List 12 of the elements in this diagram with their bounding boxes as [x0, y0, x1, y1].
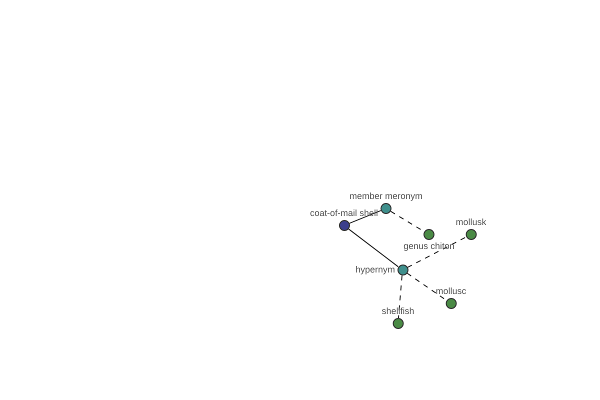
node-label: hypernym	[355, 266, 395, 274]
node-label: shellfish	[382, 307, 414, 316]
connector-line	[398, 274, 403, 319]
connector-line	[348, 210, 382, 224]
connector-line	[348, 228, 399, 268]
connector-line	[406, 272, 447, 301]
node-label: genus chiton	[403, 242, 455, 251]
node-label: mollusc	[436, 287, 466, 296]
node-label: member meronym	[350, 192, 422, 201]
node-label: coat-of-mail shell	[310, 209, 378, 218]
connector-line	[406, 236, 467, 268]
node-label: mollusk	[456, 218, 486, 227]
